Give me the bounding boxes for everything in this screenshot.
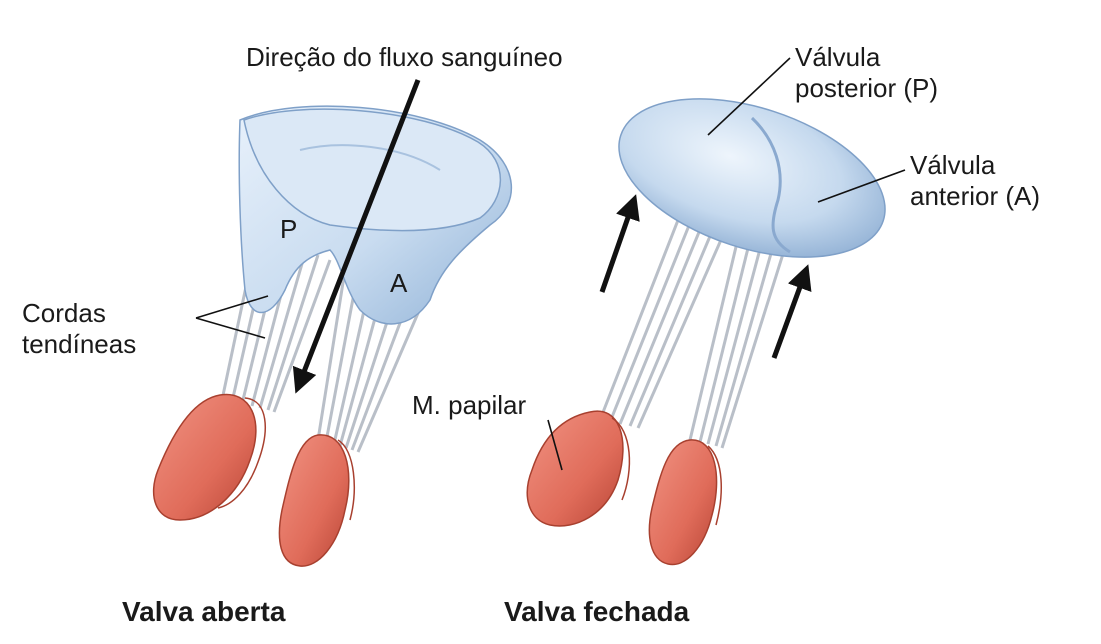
open-valve-caption: Valva aberta [122,596,285,627]
papillary-muscle-closed-left [527,411,629,526]
papillary-label: M. papilar [412,390,526,421]
up-arrow-right [774,276,804,358]
posterior-valve-line1: Válvula [795,42,938,73]
leaflet-a-label: A [390,268,407,299]
cordas-label: Cordas tendíneas [22,298,136,360]
posterior-valve-label: Válvula posterior (P) [795,42,938,104]
anterior-valve-line1: Válvula [910,150,1040,181]
posterior-valve-line2: posterior (P) [795,73,938,104]
papillary-muscle-open-left [154,394,266,520]
flow-direction-label: Direção do fluxo sanguíneo [246,42,563,73]
up-arrow-left [602,206,632,292]
papillary-muscle-open-right [279,435,354,566]
anterior-valve-label: Válvula anterior (A) [910,150,1040,212]
papillary-muscle-closed-right [649,440,721,565]
cordas-line2: tendíneas [22,329,136,360]
anterior-valve-line2: anterior (A) [910,181,1040,212]
closed-valve-caption: Valva fechada [504,596,689,627]
open-valve [154,80,512,566]
closed-valve [527,58,905,565]
cordas-line1: Cordas [22,298,136,329]
leaflet-p-label: P [280,214,297,245]
